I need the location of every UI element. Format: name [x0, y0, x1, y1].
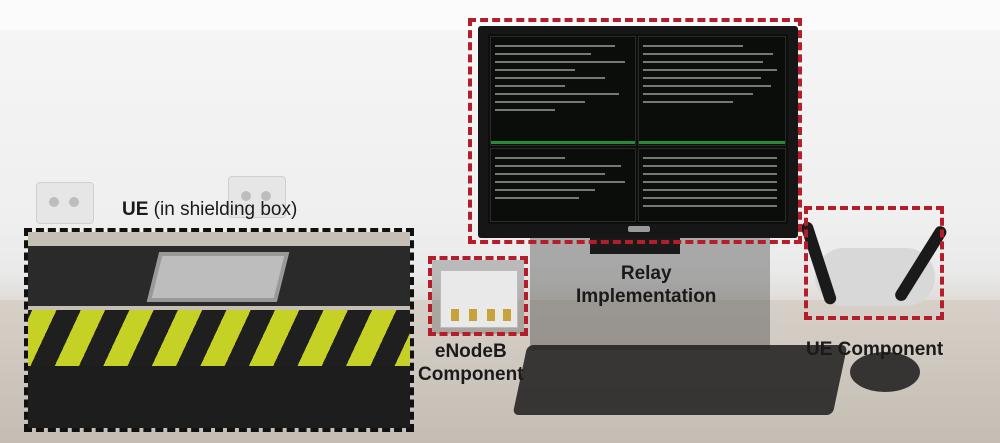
shielding-box-icon	[28, 232, 410, 428]
wall-outlet	[36, 182, 94, 224]
terminal-pane	[490, 36, 636, 146]
terminal-pane	[490, 148, 636, 222]
radio-device-icon	[440, 270, 518, 328]
terminal-pane	[638, 36, 786, 146]
enodeb-highlight-box	[428, 256, 528, 336]
ue-highlight-box	[24, 228, 414, 432]
enodeb-label: eNodeB Component	[418, 341, 524, 385]
terminal-pane	[638, 148, 786, 222]
monitor-icon	[478, 26, 798, 238]
ue-component-label: UE Component	[806, 339, 944, 360]
terminal-screen	[488, 34, 788, 224]
relay-highlight-box	[468, 18, 802, 244]
ue-component-highlight-box	[804, 206, 944, 320]
wall	[0, 0, 1000, 30]
monitor-logo	[628, 226, 650, 232]
keyboard-icon	[512, 345, 848, 415]
ue-label: UE (in shielding box)	[122, 199, 298, 220]
wall-outlet	[228, 176, 286, 218]
relay-label: Relay Implementation	[576, 263, 717, 307]
mouse-icon	[850, 352, 920, 392]
